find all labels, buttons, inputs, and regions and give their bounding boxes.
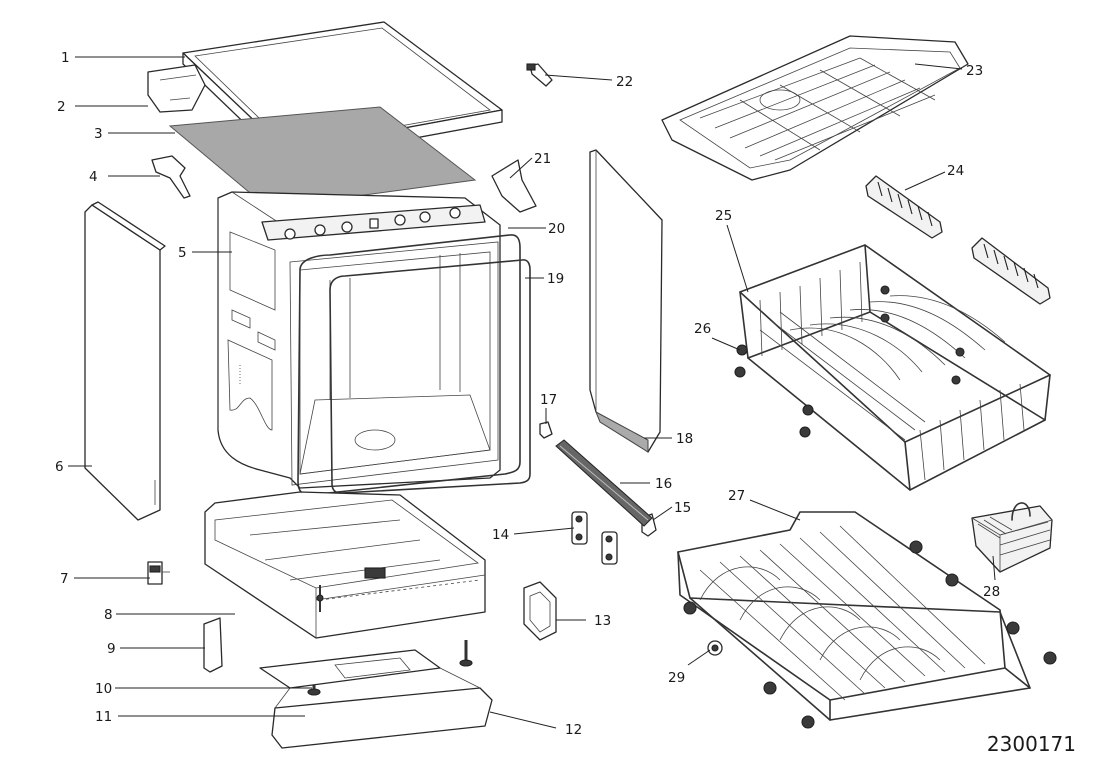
label-11: 11 (95, 709, 112, 725)
label-4: 4 (89, 169, 98, 185)
label-28: 28 (983, 584, 1000, 600)
label-20: 20 (548, 221, 565, 237)
label-5: 5 (178, 245, 187, 261)
leader-lines (68, 56, 996, 729)
label-25: 25 (715, 208, 732, 224)
part-2-top-bracket (147, 64, 206, 113)
label-7: 7 (60, 571, 69, 587)
part-27-lower-basket (677, 511, 1057, 729)
part-5-tub-body (217, 191, 501, 489)
label-9: 9 (107, 641, 116, 657)
part-24-cup-rack-1 (865, 175, 943, 239)
part-6-left-side-panel (84, 201, 166, 521)
part-8-base-tray (204, 491, 486, 639)
drawing-number: 2300171 (987, 732, 1076, 756)
label-17: 17 (540, 392, 557, 408)
label-19: 19 (547, 271, 564, 287)
part-17-clip (539, 421, 553, 439)
label-22: 22 (616, 74, 633, 90)
label-2: 2 (57, 99, 66, 115)
part-22-small-clip (526, 63, 553, 87)
part-11-foot-right (459, 640, 473, 667)
label-16: 16 (655, 476, 672, 492)
label-6: 6 (55, 459, 64, 475)
label-10: 10 (95, 681, 112, 697)
part-25-upper-basket (734, 244, 1051, 491)
part-29-wheel (707, 640, 723, 656)
label-14: 14 (492, 527, 509, 543)
label-13: 13 (594, 613, 611, 629)
label-15: 15 (674, 500, 691, 516)
part-7-valve (147, 561, 170, 585)
label-29: 29 (668, 670, 685, 686)
part-24-cup-rack-2 (971, 237, 1051, 305)
part-12-plinth (259, 649, 493, 749)
label-21: 21 (534, 151, 551, 167)
part-4-clip (151, 155, 191, 199)
label-12: 12 (565, 722, 582, 738)
part-labels: 1 2 3 4 5 6 7 8 9 10 11 12 13 14 15 16 1… (55, 50, 1076, 756)
label-24: 24 (947, 163, 964, 179)
part-28-cutlery-basket (971, 502, 1053, 573)
label-23: 23 (966, 63, 983, 79)
part-18-right-side-panel (589, 149, 663, 453)
part-14-hinge-lower (601, 531, 618, 565)
label-27: 27 (728, 488, 745, 504)
label-1: 1 (61, 50, 70, 66)
part-9-cover (203, 617, 223, 673)
part-3-insulation-sheet (168, 106, 477, 209)
part-21-corner-bracket (491, 159, 537, 213)
part-14-hinge-upper (571, 511, 588, 545)
part-19-door-seal-inner (329, 259, 531, 494)
label-8: 8 (104, 607, 113, 623)
label-18: 18 (676, 431, 693, 447)
part-13-bracket-plate (523, 581, 557, 641)
part-16-door-strip (555, 439, 653, 527)
part-23-cutlery-tray (661, 35, 969, 181)
label-3: 3 (94, 126, 103, 142)
label-26: 26 (694, 321, 711, 337)
